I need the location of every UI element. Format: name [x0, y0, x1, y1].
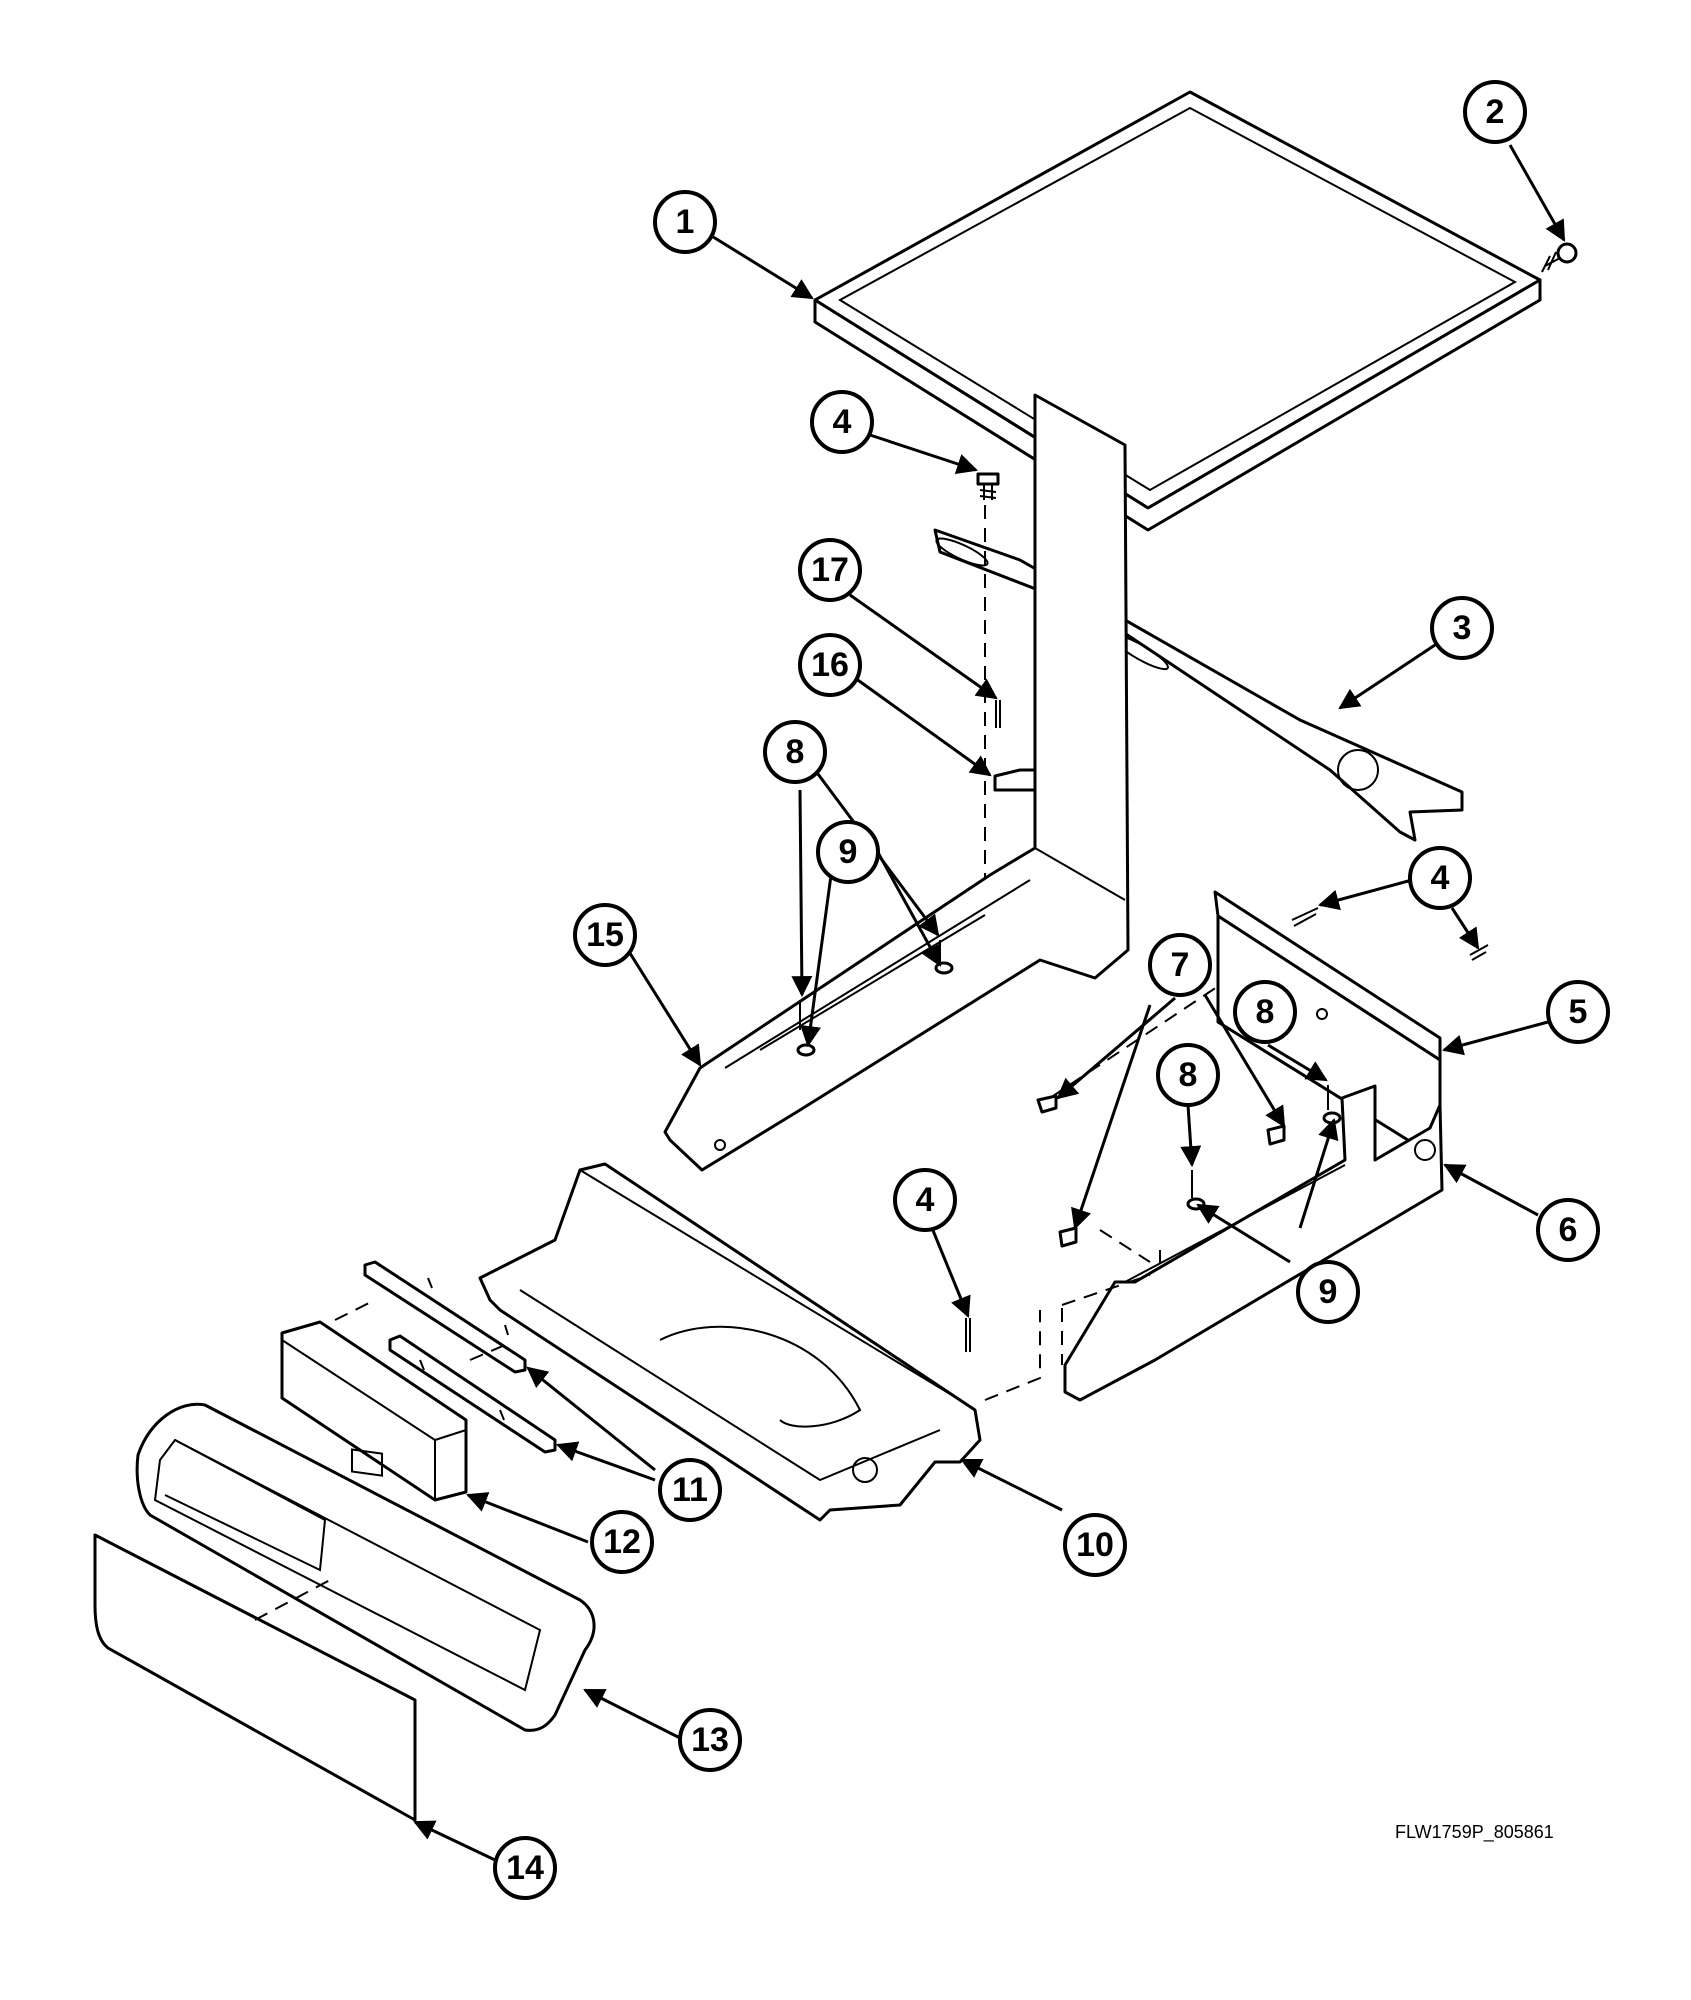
callout-7-label: 7	[1171, 946, 1190, 984]
callout-4-top-label: 4	[833, 403, 852, 441]
callout-10-label: 10	[1076, 1526, 1114, 1564]
callout-12: 12	[590, 1510, 654, 1574]
callout-17-label: 17	[811, 551, 849, 589]
assembly-guide-board	[334, 1299, 506, 1361]
callout-1: 1	[653, 190, 717, 254]
screw-part-2	[1541, 242, 1578, 273]
callout-13: 13	[678, 1708, 742, 1772]
callout-14: 14	[493, 1836, 557, 1900]
bracket-part-11-b	[388, 1334, 557, 1454]
console-base	[478, 1162, 982, 1522]
rear-panel	[1213, 890, 1442, 1162]
callout-4-right-label: 4	[1431, 859, 1450, 897]
top-brace	[933, 528, 1464, 842]
callout-16-label: 16	[811, 646, 849, 684]
callout-3-label: 3	[1453, 609, 1472, 647]
console-front	[135, 1402, 596, 1732]
callout-6-label: 6	[1559, 1211, 1578, 1249]
callout-5: 5	[1546, 980, 1610, 1044]
callout-13-label: 13	[691, 1721, 729, 1759]
callout-11-label: 11	[672, 1471, 708, 1509]
callout-15: 15	[573, 903, 637, 967]
callout-16: 16	[798, 633, 862, 697]
callout-4-bottom-label: 4	[916, 1181, 935, 1219]
screw-part-4-top	[976, 472, 1000, 500]
clip-part-7-b	[1266, 1124, 1286, 1146]
callout-8-right-a-label: 8	[1256, 993, 1275, 1031]
assembly-guide-base	[984, 1310, 1041, 1401]
callout-9-right-label: 9	[1319, 1273, 1338, 1311]
right-side-rail	[1063, 1084, 1444, 1402]
top-panel	[813, 90, 1542, 532]
callout-11: 11	[658, 1458, 722, 1522]
callout-8-right-b-label: 8	[1179, 1056, 1198, 1094]
assembly-guide-overlay	[254, 1579, 331, 1621]
callout-3: 3	[1430, 596, 1494, 660]
callout-8-right-a: 8	[1233, 980, 1297, 1044]
screw-part-4-bottom	[965, 1318, 971, 1352]
left-side-rail	[663, 393, 1130, 1172]
clip-part-7-c	[1058, 1226, 1078, 1248]
callout-4-bottom: 4	[893, 1168, 957, 1232]
callout-15-label: 15	[586, 916, 624, 954]
assembly-guide-right	[1061, 1229, 1161, 1365]
screw-part-4-right-b	[1469, 944, 1489, 961]
callout-6: 6	[1536, 1198, 1600, 1262]
callout-9-left: 9	[816, 820, 880, 884]
callout-10: 10	[1063, 1513, 1127, 1577]
pin-part-17	[995, 700, 1001, 728]
callout-8-right-b: 8	[1156, 1043, 1220, 1107]
screw-part-4-right-a	[1291, 907, 1319, 927]
callout-14-label: 14	[506, 1849, 544, 1887]
bracket-part-11-a	[363, 1260, 527, 1374]
overlay-panel	[93, 1533, 417, 1822]
callout-9-right: 9	[1296, 1260, 1360, 1324]
callout-2-label: 2	[1486, 93, 1505, 131]
callout-17: 17	[798, 538, 862, 602]
clip-part-7-a	[1036, 1094, 1058, 1114]
callout-1-label: 1	[676, 203, 695, 241]
leader-lines	[413, 144, 1566, 1862]
callout-2: 2	[1463, 80, 1527, 144]
callout-4-right: 4	[1408, 846, 1472, 910]
callout-9-left-label: 9	[839, 833, 858, 871]
callout-4-top: 4	[810, 390, 874, 454]
callout-5-label: 5	[1569, 993, 1588, 1031]
callout-12-label: 12	[603, 1523, 641, 1561]
callout-7: 7	[1148, 933, 1212, 997]
callout-8-left-label: 8	[786, 733, 805, 771]
drawing-reference-code: FLW1759P_805861	[1395, 1822, 1554, 1842]
callout-8-left: 8	[763, 720, 827, 784]
control-board	[280, 1320, 468, 1502]
screws-part-8-right	[1191, 1085, 1329, 1198]
